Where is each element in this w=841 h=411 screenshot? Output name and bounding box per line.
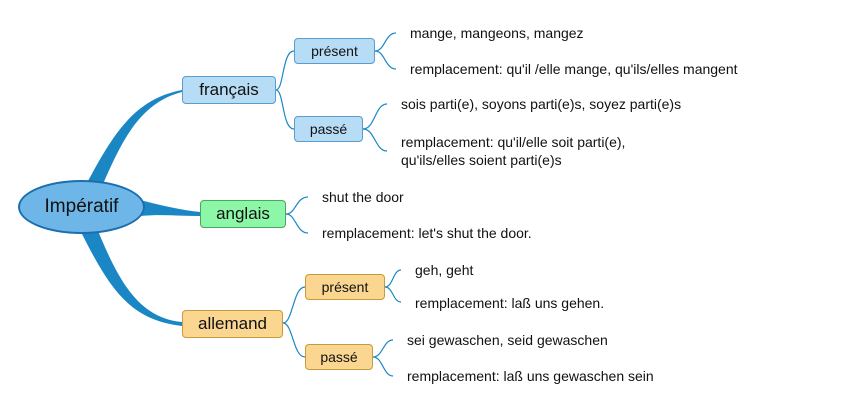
fr-present-to-leaf2-connector	[374, 50, 397, 70]
fr-passe-leaf1-text: sois parti(e), soyons parti(e)s, soyez p…	[401, 96, 682, 112]
de-passe-leaf-replacement[interactable]: remplacement: laß uns gewaschen sein	[393, 363, 720, 389]
branch-allemand[interactable]: allemand	[182, 310, 283, 338]
de-passe-leaf1-text: sei gewaschen, seid gewaschen	[407, 332, 608, 348]
root-to-allemand-connector	[80, 226, 182, 326]
de-present-leaf1-text: geh, geht	[415, 262, 474, 278]
root-to-francais-connector	[80, 90, 182, 200]
fr-passe-leaf2-line2: qu'ils/elles soient parti(e)s	[401, 152, 562, 168]
francais-present-label: présent	[311, 43, 358, 59]
fr-present-to-leaf1-connector	[374, 32, 397, 52]
root-to-anglais-connector	[140, 200, 200, 216]
de-passe-leaf2-text: remplacement: laß uns gewaschen sein	[407, 368, 654, 384]
root-node[interactable]: Impératif	[18, 180, 145, 234]
branch-francais-label: français	[199, 80, 259, 99]
fr-passe-leaf2-line1: remplacement: qu'il/elle soit parti(e),	[401, 134, 626, 150]
anglais-leaf1-text: shut the door	[322, 189, 404, 205]
de-present-leaf-conjugation[interactable]: geh, geht	[401, 257, 503, 283]
root-label: Impératif	[44, 196, 119, 217]
branch-francais[interactable]: français	[182, 76, 276, 104]
allemand-present-label: présent	[321, 279, 369, 295]
anglais-leaf-conjugation[interactable]: shut the door	[308, 184, 432, 210]
allemand-to-present-connector	[282, 286, 306, 324]
fr-present-leaf2-text: remplacement: qu'il /elle mange, qu'ils/…	[410, 61, 738, 77]
de-passe-to-leaf2-connector	[372, 356, 394, 377]
anglais-leaf-replacement[interactable]: remplacement: let's shut the door.	[308, 220, 588, 246]
francais-to-passe-connector	[275, 89, 295, 130]
francais-passe-label: passé	[309, 121, 348, 137]
fr-present-leaf-conjugation[interactable]: mange, mangeons, mangez	[396, 20, 632, 46]
allemand-passe-label: passé	[320, 349, 358, 365]
allemand-to-passe-connector	[282, 322, 306, 358]
de-present-to-leaf2-connector	[384, 286, 402, 303]
branch-anglais[interactable]: anglais	[200, 200, 286, 228]
de-passe-to-leaf1-connector	[372, 339, 394, 358]
de-passe-leaf-conjugation[interactable]: sei gewaschen, seid gewaschen	[393, 327, 666, 353]
fr-passe-to-leaf1-connector	[362, 103, 388, 130]
francais-passe-node[interactable]: passé	[294, 116, 363, 142]
allemand-present-node[interactable]: présent	[305, 274, 385, 300]
fr-passe-leaf-conjugation[interactable]: sois parti(e), soyons parti(e)s, soyez p…	[387, 91, 752, 117]
fr-passe-to-leaf2-connector	[362, 128, 388, 152]
branch-anglais-label: anglais	[216, 204, 270, 223]
branch-allemand-label: allemand	[198, 314, 267, 333]
de-present-to-leaf1-connector	[384, 269, 402, 288]
de-present-leaf2-text: remplacement: laß uns gehen.	[415, 295, 605, 311]
fr-passe-leaf-replacement[interactable]: remplacement: qu'il/elle soit parti(e), …	[387, 127, 731, 175]
anglais-leaf2-text: remplacement: let's shut the door.	[322, 225, 532, 241]
de-present-leaf-replacement[interactable]: remplacement: laß uns gehen.	[401, 290, 663, 316]
fr-passe-leaf2-text: remplacement: qu'il/elle soit parti(e), …	[401, 133, 625, 169]
anglais-to-leaf2-connector	[285, 213, 309, 234]
allemand-passe-node[interactable]: passé	[305, 344, 373, 370]
francais-to-present-connector	[275, 50, 295, 91]
fr-present-leaf1-text: mange, mangeons, mangez	[410, 25, 584, 41]
fr-present-leaf-replacement[interactable]: remplacement: qu'il /elle mange, qu'ils/…	[396, 56, 820, 82]
anglais-to-leaf1-connector	[285, 196, 309, 215]
francais-present-node[interactable]: présent	[294, 38, 375, 64]
